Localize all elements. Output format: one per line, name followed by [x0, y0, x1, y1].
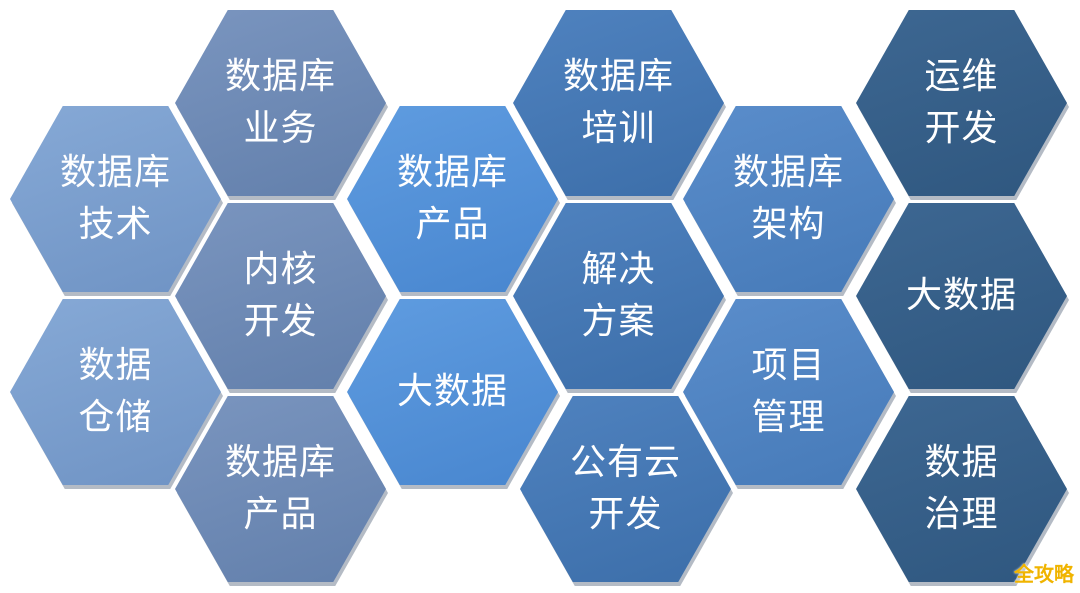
hexagon-db-tech: 数据库 技术	[10, 106, 221, 292]
hexagon-bigdata-mid: 大数据	[347, 299, 558, 485]
hexagon-db-business: 数据库 业务	[175, 10, 386, 196]
watermark-logo: 全攻略	[1014, 562, 1074, 586]
hexagon-db-product-mid: 数据库 产品	[347, 106, 558, 292]
hexagon-db-architecture: 数据库 架构	[683, 106, 894, 292]
hexagon-db-storage: 数据 仓储	[10, 299, 221, 485]
hexagon-data-governance: 数据 治理	[856, 396, 1067, 582]
hexagon-project-mgmt: 项目 管理	[683, 299, 894, 485]
hexagon-solutions: 解决 方案	[513, 203, 724, 389]
hexagon-db-training: 数据库 培训	[513, 10, 724, 196]
hexagon-public-cloud-dev: 公有云 开发	[520, 396, 731, 582]
hexagon-ops-dev: 运维 开发	[856, 10, 1067, 196]
hexagon-bigdata-right: 大数据	[856, 203, 1067, 389]
